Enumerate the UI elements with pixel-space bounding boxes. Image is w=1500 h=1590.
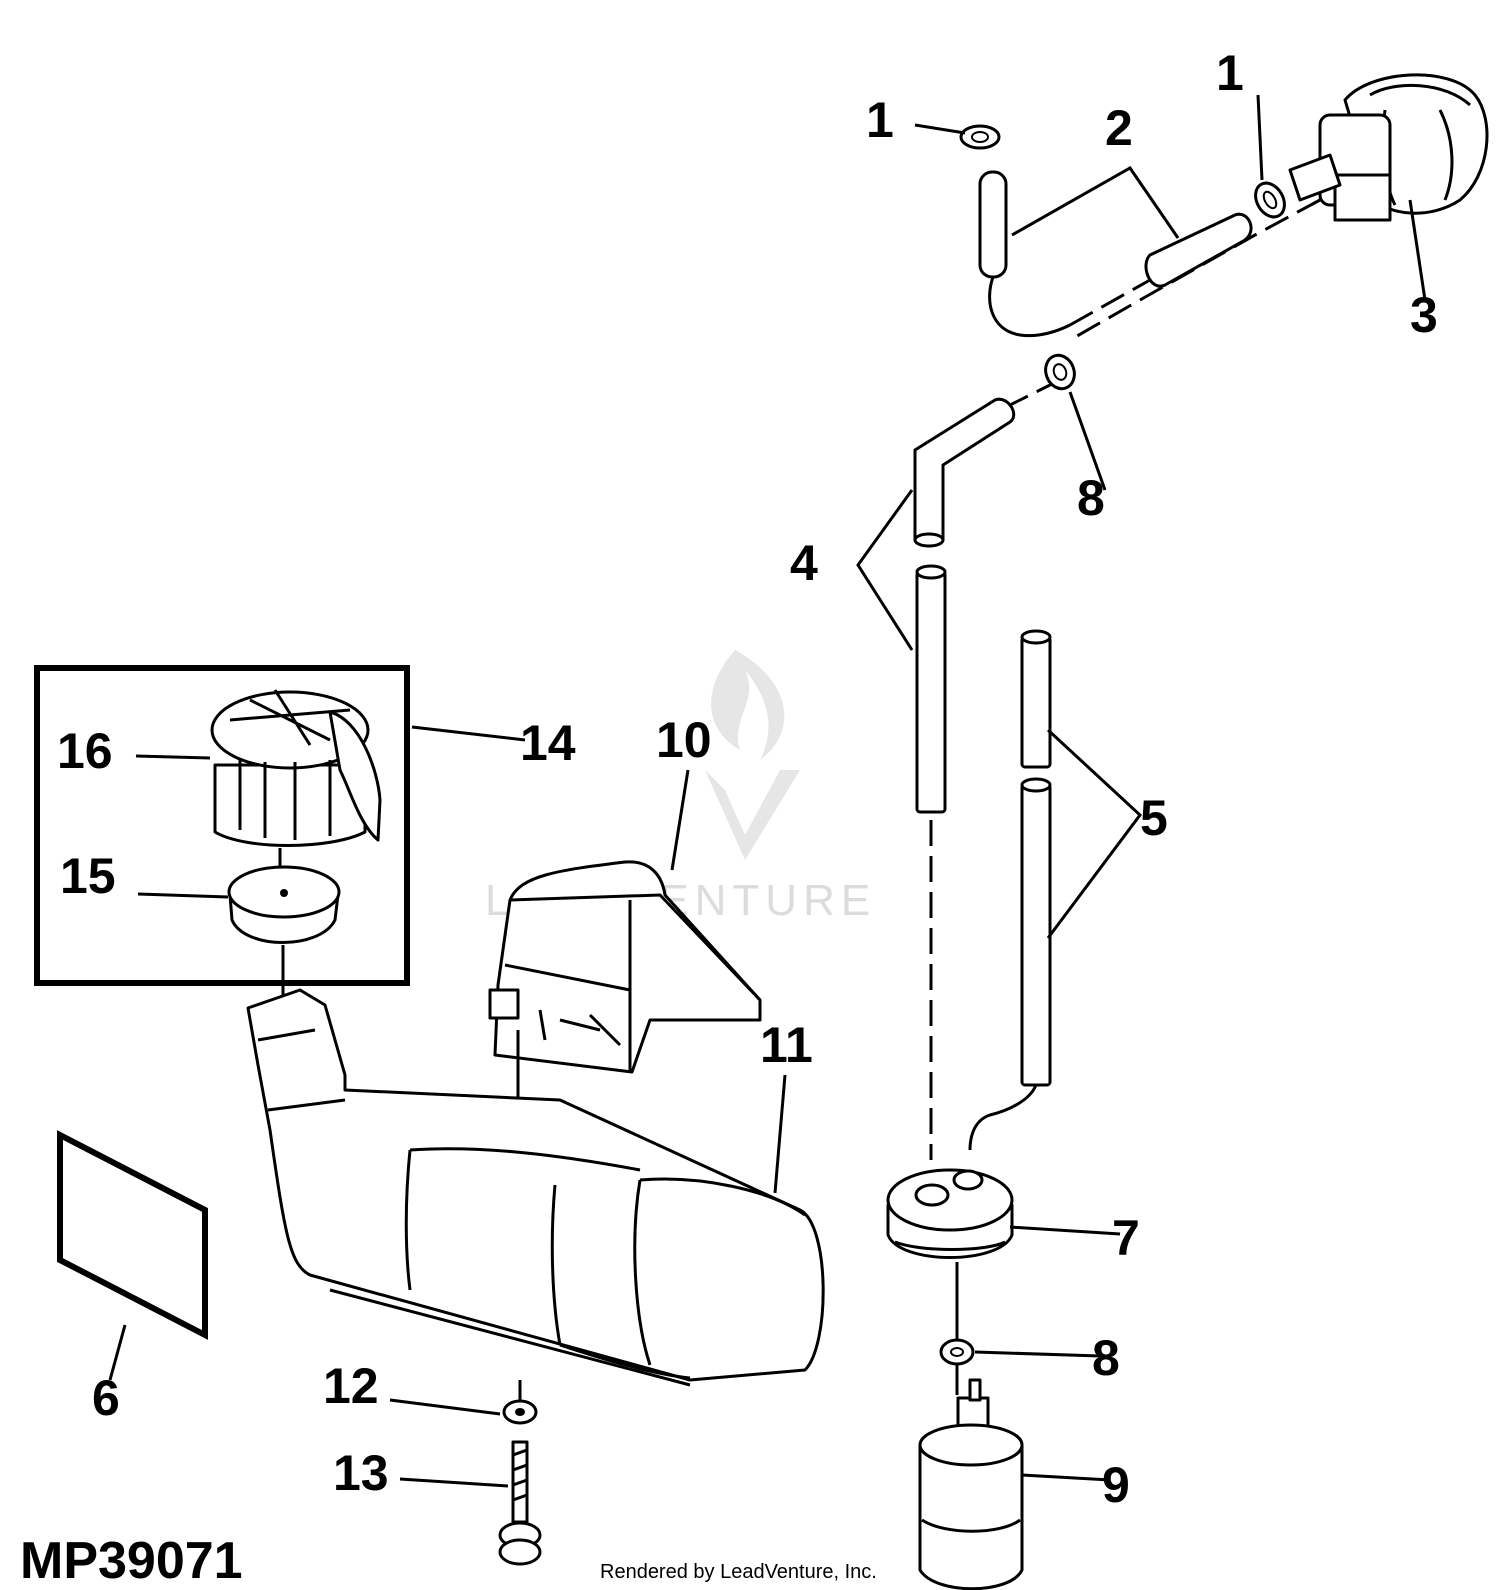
callout-14: 14 — [520, 715, 576, 771]
callout-1-right: 1 — [1216, 45, 1244, 101]
part-1-clamp-right — [1254, 181, 1286, 219]
part-8-ring-upper — [1044, 353, 1076, 391]
part-13-bolt — [498, 1440, 542, 1566]
figure-id: MP39071 — [20, 1532, 243, 1590]
callout-9: 9 — [1102, 1457, 1130, 1513]
leader-lines — [108, 94, 1427, 1488]
callout-3: 3 — [1410, 287, 1438, 343]
part-8-clamp-lower — [939, 1338, 975, 1366]
callout-4: 4 — [790, 535, 818, 591]
part-16-cap — [210, 689, 382, 847]
part-14-kit-box — [34, 665, 410, 986]
callout-11: 11 — [760, 1017, 813, 1073]
part-9-filter — [918, 1378, 1024, 1590]
callout-12: 12 — [323, 1358, 379, 1414]
part-6-decal — [57, 1130, 208, 1340]
callout-13: 13 — [333, 1445, 389, 1501]
watermark-flame-icon — [711, 650, 785, 760]
part-15-gasket — [227, 865, 341, 944]
callout-7: 7 — [1112, 1210, 1140, 1266]
callout-15: 15 — [60, 848, 116, 904]
part-8-clamp-lower-inner — [950, 1347, 964, 1357]
part-8-ring-upper-inner — [1052, 363, 1068, 381]
callout-10: 10 — [656, 712, 712, 768]
callout-8-lower: 8 — [1092, 1330, 1120, 1386]
part-4-tubes — [913, 397, 1016, 1160]
callout-6: 6 — [92, 1370, 120, 1426]
part-2-fuel-line — [978, 170, 1253, 338]
part-1-clamp-left — [959, 124, 1001, 150]
callout-1-left: 1 — [866, 92, 894, 148]
part-11-tank — [246, 988, 825, 1387]
part-10-shield — [488, 860, 762, 1074]
part-7-grommet — [886, 1168, 1014, 1259]
callout-8-upper: 8 — [1077, 470, 1105, 526]
callout-5: 5 — [1140, 790, 1168, 846]
part-3-pump — [1288, 73, 1489, 222]
watermark-v-icon — [705, 770, 800, 860]
part-12-washer-hole — [515, 1408, 525, 1416]
part-1-clamp-inner-right — [1262, 190, 1278, 210]
render-credit: Rendered by LeadVenture, Inc. — [600, 1561, 877, 1583]
part-5-tubes — [968, 629, 1052, 1151]
callout-16: 16 — [57, 723, 113, 779]
part-1-clamp-inner-left — [971, 131, 989, 143]
callout-2: 2 — [1105, 100, 1133, 156]
